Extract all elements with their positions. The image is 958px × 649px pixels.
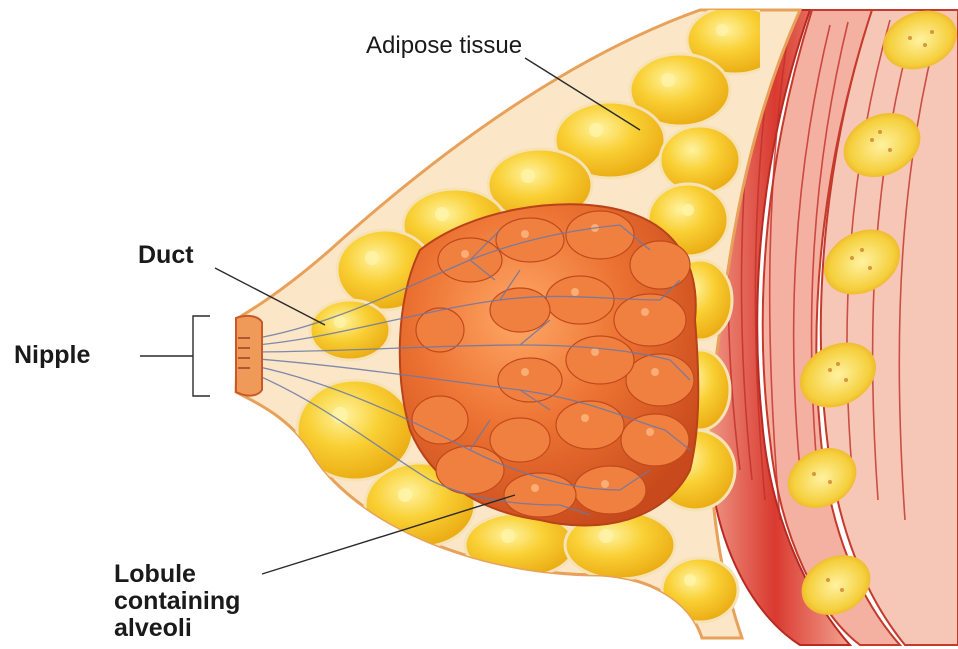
nipple-label: Nipple <box>14 343 90 368</box>
lobule-label-line1: Lobule <box>114 561 240 588</box>
nipple-bracket <box>193 316 210 396</box>
duct-label: Duct <box>138 243 194 268</box>
lobule-label: Lobule containing alveoli <box>114 561 240 642</box>
glandular-tissue <box>245 204 698 525</box>
lobule-label-line3: alveoli <box>114 615 240 642</box>
nipple-shape <box>236 316 262 396</box>
adipose-tissue-label: Adipose tissue <box>366 34 522 58</box>
lobule-label-line2: containing <box>114 588 240 615</box>
